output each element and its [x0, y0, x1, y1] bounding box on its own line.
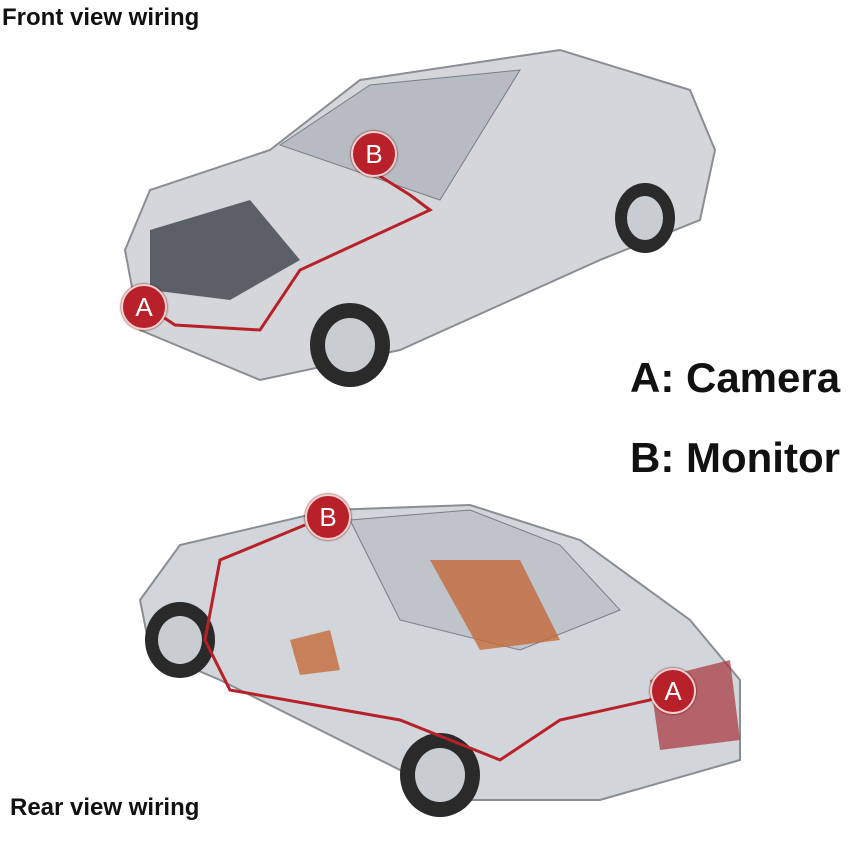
legend-camera: A: Camera [630, 354, 841, 401]
front-wire [144, 168, 433, 332]
rear-monitor-marker: B [305, 494, 351, 540]
rear-car-illustration [138, 503, 741, 817]
front-view-caption: Front view wiring [2, 4, 200, 31]
rear-wire [203, 523, 666, 762]
front-monitor-marker: B [351, 131, 397, 177]
front-camera-marker: A [121, 284, 167, 330]
legend-monitor: B: Monitor [630, 434, 840, 481]
rear-view-caption: Rear view wiring [10, 794, 200, 821]
rear-camera-marker: A [650, 668, 696, 714]
front-car-illustration [123, 48, 717, 387]
